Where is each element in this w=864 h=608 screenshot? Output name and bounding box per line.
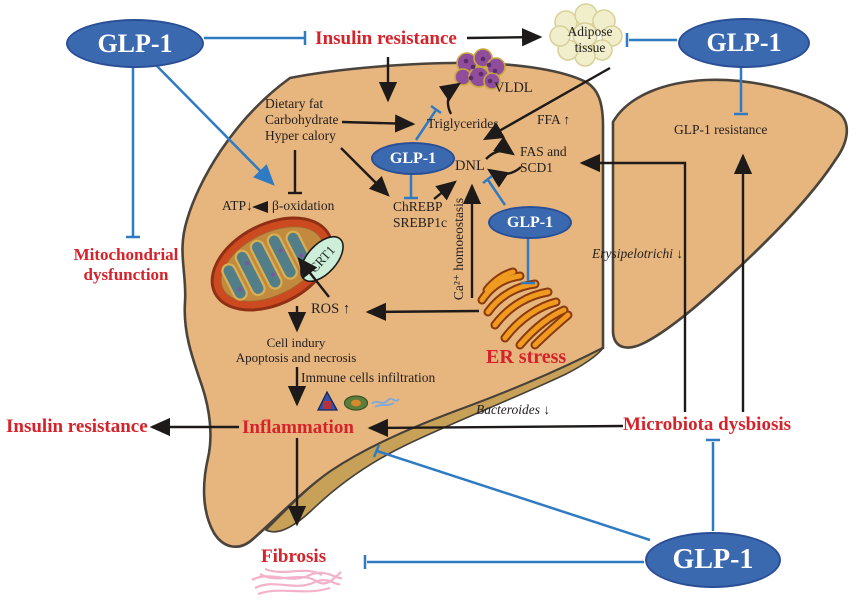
vldl-illustration — [454, 48, 506, 90]
ffa-label: FFA ↑ — [537, 112, 571, 127]
immune-cell-icons — [316, 390, 400, 411]
glp1-node-top-left: GLP-1 — [66, 19, 204, 68]
glp1-node-top-right: GLP-1 — [678, 18, 810, 68]
glp1-node-mid-lower: GLP-1 — [488, 206, 572, 239]
inhibition-lines — [126, 31, 748, 569]
glp1-label: GLP-1 — [97, 28, 173, 58]
beta-oxidation-label: β-oxidation — [272, 198, 335, 213]
er-stress-label: ER stress — [486, 346, 567, 368]
adipose-tissue-illustration — [549, 3, 623, 67]
insulin-resistance-left-label: Insulin resistance — [6, 416, 148, 437]
er-illustration — [477, 267, 573, 350]
bacteroides-label: Bacteroides ↓ — [476, 402, 551, 417]
ca-homoeostasis-label: Ca²⁺ homoeostasis — [451, 197, 467, 301]
glp1-label: GLP-1 — [389, 149, 437, 167]
mitochondrial-dysfunction-label: Mitochondrial dysfunction — [73, 245, 179, 285]
liver-inferior-band — [264, 347, 604, 533]
ros-label: ROS ↑ — [311, 301, 351, 317]
glp1-node-bottom: GLP-1 — [645, 532, 781, 588]
activation-arrows — [149, 28, 753, 527]
atp-label: ATP↓ — [222, 198, 253, 213]
glp1-label: GLP-1 — [706, 28, 782, 57]
vldl-label: VLDL — [494, 80, 533, 96]
liver-right-lobe — [611, 78, 849, 349]
glp1-node-mid-upper: GLP-1 — [371, 142, 455, 175]
immune-cell-scribble-icon — [371, 397, 400, 408]
inflammation-label: Inflammation — [242, 417, 354, 438]
mitochondria-illustration — [210, 216, 334, 312]
adipose-tissue-label: Adipose tissue — [567, 24, 613, 55]
fas-scd1-label: FAS and SCD1 — [520, 144, 567, 175]
glp1-resistance-label: GLP-1 resistance — [674, 122, 768, 137]
microbiota-dysbiosis-label: Microbiota dysbiosis — [623, 414, 792, 435]
erysipelotrichi-label: Erysipelotrichi ↓ — [592, 246, 684, 261]
dietary-intake-label: Dietary fat Carbohydrate Hyper calory — [265, 96, 339, 143]
cell-injury-label: Cell indury Apoptosis and necrosis — [235, 335, 357, 366]
chrebp-srebp1c-label: ChREBP SREBP1c — [393, 199, 448, 230]
glp1-label: GLP-1 — [672, 544, 754, 575]
triglycerides-label: Triglycerides — [427, 116, 499, 131]
glp1-label: GLP-1 — [506, 213, 554, 231]
immune-cells-label: Immune cells infiltration — [301, 370, 436, 385]
dnl-label: DNL — [455, 158, 485, 174]
fibrosis-label: Fibrosis — [261, 546, 327, 567]
fibrosis-illustration — [251, 567, 343, 596]
insulin-resistance-top-label: Insulin resistance — [315, 28, 457, 49]
